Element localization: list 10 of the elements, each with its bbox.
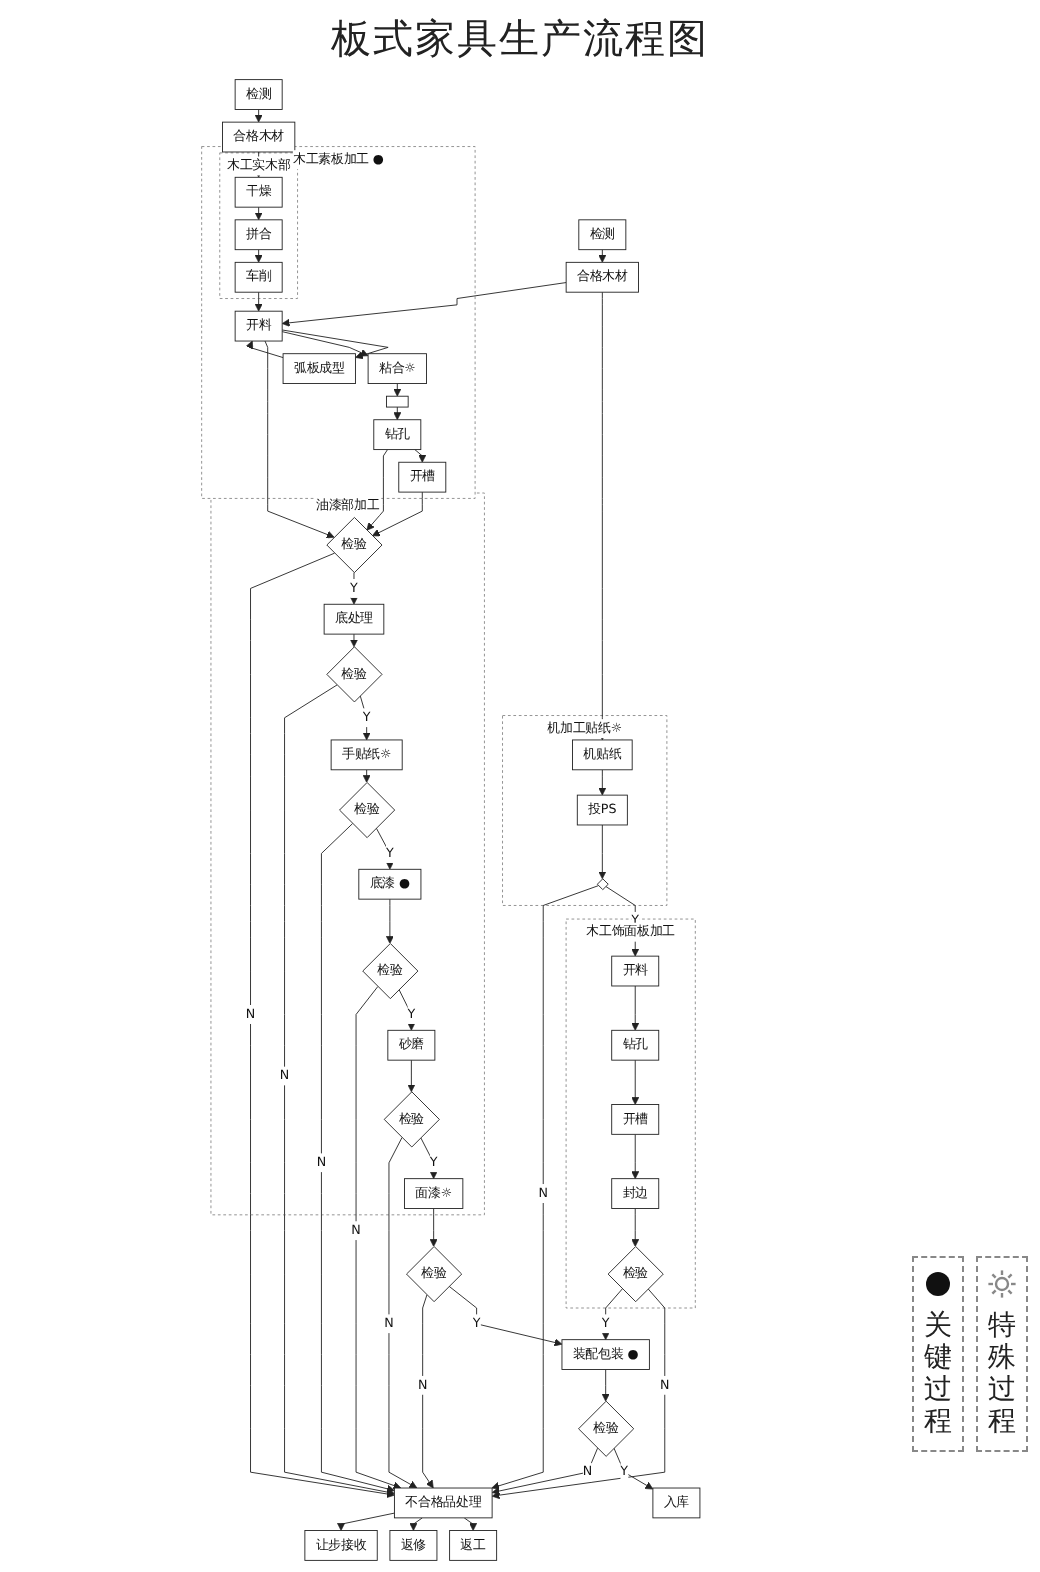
arrow (253, 249, 262, 263)
node-box (385, 395, 408, 408)
legend-label: 关键过程 (924, 1310, 952, 1438)
node-diamond (596, 878, 608, 891)
title: 板式家具生产流程图 (331, 14, 709, 62)
legend-label: 特殊过程 (988, 1310, 1016, 1438)
arrow (597, 249, 606, 263)
arrow (253, 109, 262, 123)
arrow (413, 449, 426, 463)
arrow (392, 383, 401, 397)
